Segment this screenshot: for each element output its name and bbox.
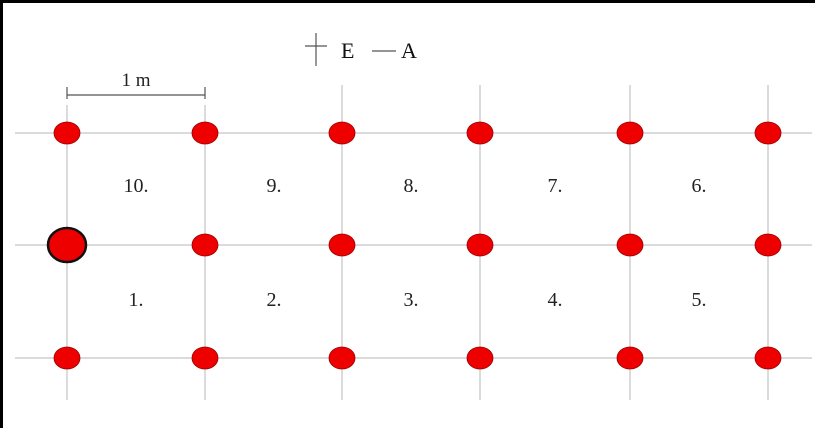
scale-bar: 1 m (66, 70, 206, 99)
cell-label-7: 7. (548, 175, 563, 197)
sample-point (191, 233, 219, 257)
cell-label-3: 3. (404, 289, 419, 311)
sample-point (328, 121, 356, 145)
cell-label-2: 2. (267, 289, 282, 311)
cell-label-5: 5. (692, 289, 707, 311)
sample-point (754, 121, 782, 145)
sample-point (328, 346, 356, 370)
cell-label-9: 9. (267, 175, 282, 197)
cell-label-10: 10. (124, 175, 149, 197)
legend: E A (305, 33, 417, 66)
sample-points (46, 121, 782, 370)
scale-label: 1 m (121, 70, 150, 91)
sample-point (466, 233, 494, 257)
cell-labels: 10. 9. 8. 7. 6. 1. 2. 3. 4. 5. (124, 175, 707, 311)
reference-point (46, 226, 88, 264)
legend-label-e: E (341, 38, 354, 63)
sample-point (328, 233, 356, 257)
sample-point (53, 121, 81, 145)
sample-point (191, 121, 219, 145)
sample-point (754, 233, 782, 257)
legend-label-a: A (401, 38, 417, 63)
cell-label-1: 1. (129, 289, 144, 311)
sample-point (754, 346, 782, 370)
sample-point (616, 233, 644, 257)
sample-point (616, 121, 644, 145)
cell-label-8: 8. (404, 175, 419, 197)
grid-lines (15, 85, 812, 400)
sample-point (191, 346, 219, 370)
cell-label-6: 6. (692, 175, 707, 197)
sample-point (466, 121, 494, 145)
cell-label-4: 4. (548, 289, 563, 311)
sample-point (616, 346, 644, 370)
sample-point (466, 346, 494, 370)
sample-point (53, 346, 81, 370)
